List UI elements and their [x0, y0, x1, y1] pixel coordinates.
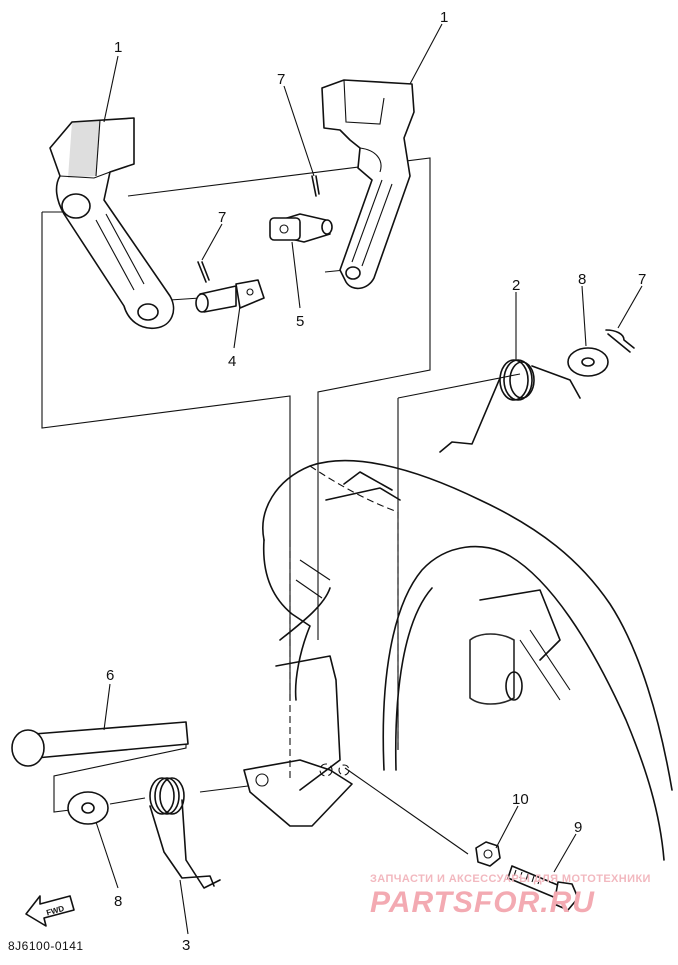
callout-8-bottom: 8: [114, 893, 122, 910]
callout-8-top: 8: [578, 271, 586, 288]
callout-7-right: 7: [638, 271, 646, 288]
bolt-part-9: [507, 865, 579, 911]
washer-part-8-top: [567, 347, 609, 377]
spring-upper-part-2: [439, 359, 581, 453]
bracket-left-part: [49, 117, 175, 330]
callout-4: 4: [228, 353, 236, 370]
clevis-part-5: [269, 213, 333, 243]
callout-3: 3: [182, 937, 190, 954]
assembly-frame-lines: [41, 157, 521, 855]
cotter-pin-right: [605, 329, 635, 353]
cotter-pin-top: [311, 175, 320, 197]
pin-part-4: [195, 279, 265, 313]
callout-1-left: 1: [114, 39, 122, 56]
diagram-code: 8J6100-0141: [8, 939, 84, 953]
bracket-right-part: [321, 79, 415, 290]
spring-lower-part-3: [149, 777, 221, 889]
cotter-pin-left: [197, 261, 210, 283]
callout-leaders: [95, 23, 643, 935]
callout-7-top: 7: [277, 71, 285, 88]
callout-5: 5: [296, 313, 304, 330]
callout-9: 9: [574, 819, 582, 836]
watermark-site: PARTSFOR.RU: [370, 886, 595, 919]
long-pin-part-6: [11, 721, 189, 767]
washer-part-8-bottom: [67, 791, 109, 825]
main-frame-body: [243, 459, 673, 861]
callout-10: 10: [512, 791, 529, 808]
callout-1-right: 1: [440, 9, 448, 26]
callout-2: 2: [512, 277, 520, 294]
watermark-tagline: ЗАПЧАСТИ И АКСЕССУАРЫ ДЛЯ МОТОТЕХНИКИ: [370, 873, 651, 885]
callout-7-left: 7: [218, 209, 226, 226]
callout-6: 6: [106, 667, 114, 684]
nut-part-10: [475, 841, 501, 867]
forward-arrow-icon: FWD: [25, 895, 75, 927]
